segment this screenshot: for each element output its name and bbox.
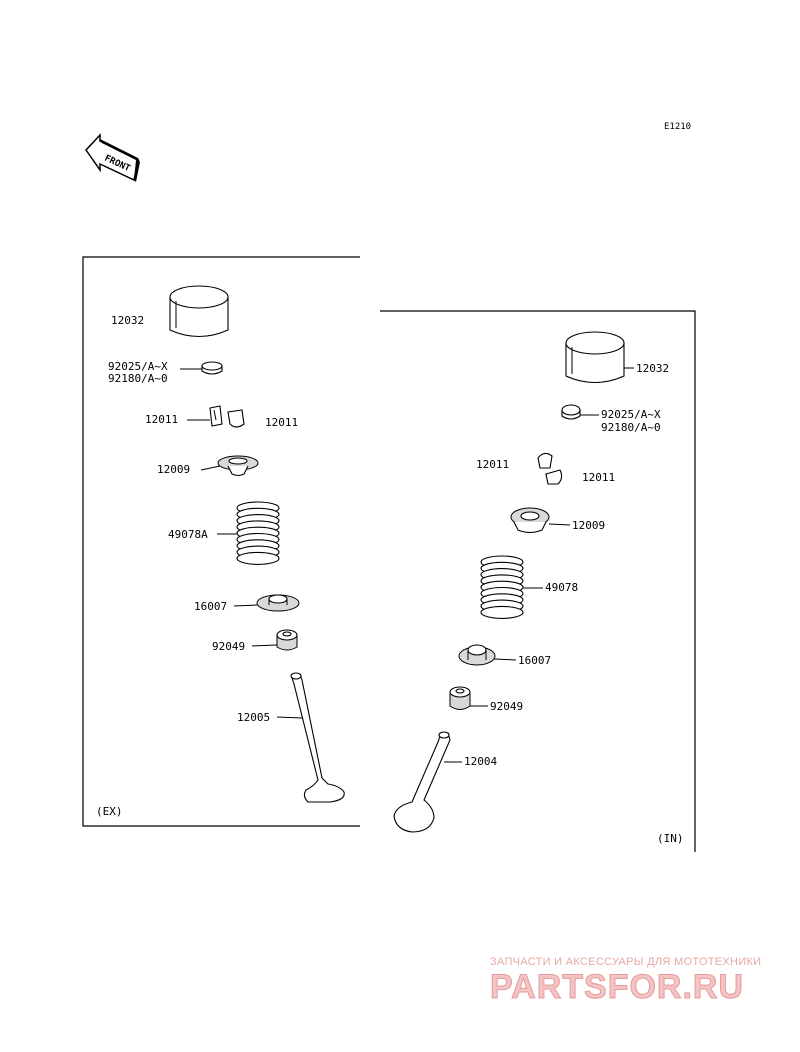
in-frame: [380, 310, 696, 852]
in-keeper-left-label: 12011: [476, 458, 509, 471]
in-section-label: (IN): [657, 832, 684, 845]
in-valve-label: 12004: [464, 755, 497, 768]
in-spring-seat-label: 16007: [518, 654, 551, 667]
ex-stem-seal-label: 92049: [212, 640, 245, 653]
in-valve: [393, 731, 451, 833]
ex-keepers: [209, 405, 245, 428]
ex-valve-label: 12005: [237, 711, 270, 724]
ex-keeper-right-label: 12011: [265, 416, 298, 429]
diagram-code: E1210: [664, 122, 691, 132]
ex-spring: [217, 501, 280, 565]
in-tappet-label: 12032: [636, 362, 669, 375]
watermark-tagline: ЗАПЧАСТИ И АКСЕССУАРЫ ДЛЯ МОТОТЕХНИКИ: [490, 956, 761, 968]
ex-shim: [201, 361, 223, 375]
ex-keeper-left-label: 12011: [145, 413, 178, 426]
in-retainer-label: 12009: [572, 519, 605, 532]
ex-valve: [290, 672, 345, 803]
ex-spring-seat: [256, 594, 300, 612]
in-shim-label-2: 92180/A~0: [601, 421, 661, 434]
ex-retainer-label: 12009: [157, 463, 190, 476]
in-spring-label: 49078: [545, 581, 578, 594]
watermark-logo: PARTSFOR.RU: [490, 968, 744, 1006]
ex-section-label: (EX): [96, 805, 123, 818]
in-stem-seal-label: 92049: [490, 700, 523, 713]
ex-stem-seal: [276, 629, 298, 651]
in-shim: [561, 404, 581, 420]
ex-tappet-label: 12032: [111, 314, 144, 327]
front-arrow-icon: FRONT: [85, 133, 140, 182]
in-keepers: [537, 452, 563, 485]
in-keeper-right-label: 12011: [582, 471, 615, 484]
ex-spring-label: 49078A: [168, 528, 208, 541]
ex-frame: [82, 256, 360, 827]
ex-spring-seat-label: 16007: [194, 600, 227, 613]
in-spring-seat: [458, 644, 496, 666]
ex-retainer: [217, 455, 259, 477]
in-spring: [480, 555, 543, 619]
in-stem-seal: [449, 686, 471, 710]
ex-shim-label-1: 92025/A~X: [108, 360, 168, 373]
in-shim-label-1: 92025/A~X: [601, 408, 661, 421]
ex-tappet: [169, 285, 229, 338]
ex-shim-label-2: 92180/A~0: [108, 372, 168, 385]
in-tappet: [565, 331, 625, 384]
in-retainer: [510, 507, 550, 534]
